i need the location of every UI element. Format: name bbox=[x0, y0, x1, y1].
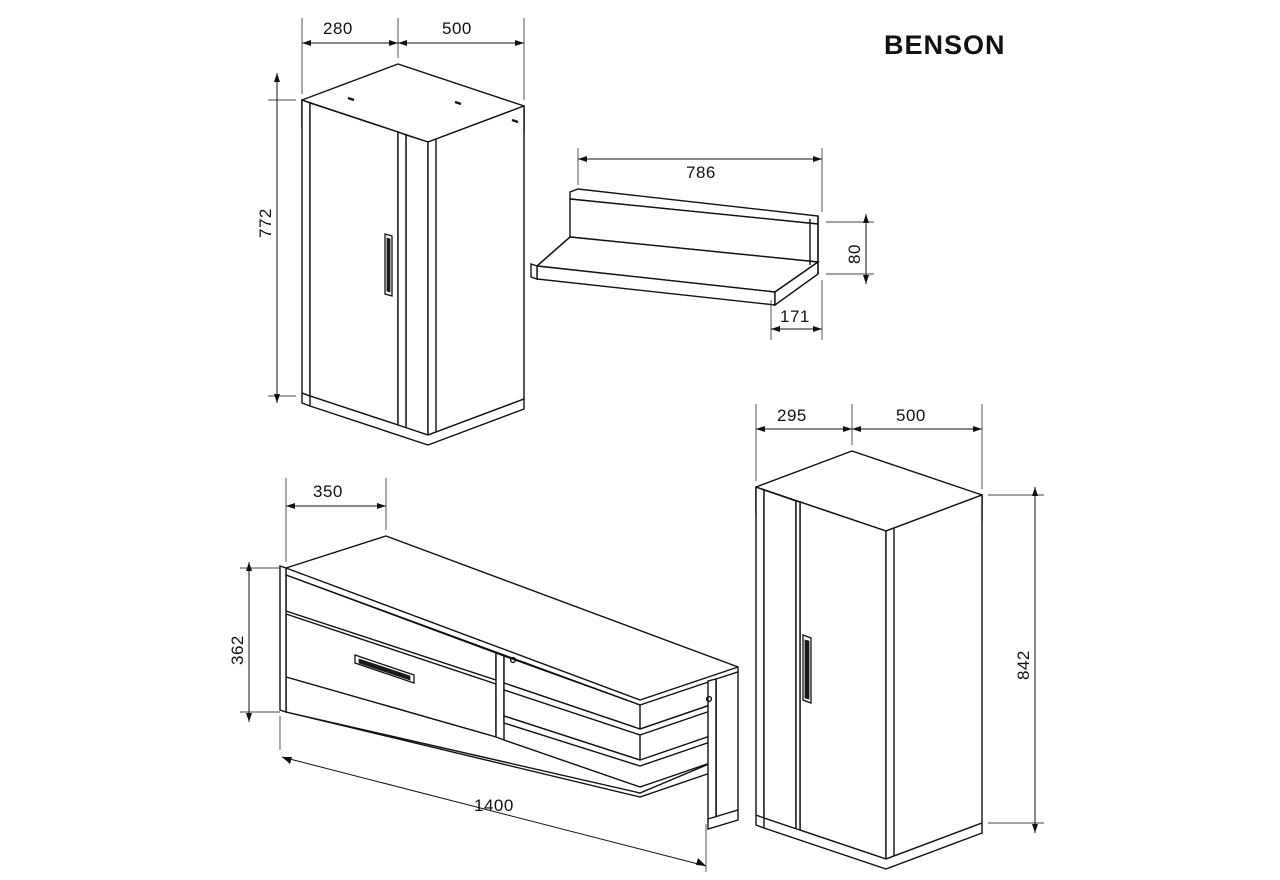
tv-top-front-edge bbox=[285, 567, 739, 701]
arrow-500-left bbox=[398, 40, 407, 46]
dim-label-786: 786 bbox=[686, 163, 716, 182]
wall-shelf bbox=[530, 188, 820, 307]
tv-shelf-peg-right bbox=[705, 695, 713, 703]
arrow-500-right bbox=[515, 40, 524, 46]
upper-wall-cabinet bbox=[301, 63, 525, 446]
tv-right-side-foot bbox=[707, 809, 739, 830]
tv-middle-shelf-edge bbox=[639, 702, 717, 730]
arrow-772-top bbox=[274, 73, 280, 82]
dim-label-500-top: 500 bbox=[442, 19, 472, 38]
dim-label-350: 350 bbox=[313, 482, 343, 501]
dim-label-1400: 1400 bbox=[474, 796, 514, 815]
tv-left-end-cap bbox=[279, 565, 287, 713]
arrow-772-bottom bbox=[274, 394, 280, 403]
arrow-280-right bbox=[389, 40, 398, 46]
arrow-500b-right bbox=[973, 426, 982, 432]
dimline-1400 bbox=[281, 756, 707, 867]
arrow-171-left bbox=[771, 326, 780, 332]
cabinet-base-left-thick bbox=[301, 393, 311, 407]
tall-cabinet-base-left bbox=[755, 815, 765, 829]
arrow-280-left bbox=[302, 40, 311, 46]
arrow-295-left bbox=[756, 426, 765, 432]
tv-drawer-handle[interactable] bbox=[354, 654, 415, 684]
dim-label-842: 842 bbox=[1014, 650, 1033, 680]
cabinet-top-fixing-3 bbox=[347, 96, 355, 102]
tv-right-side-panel bbox=[715, 671, 739, 818]
tall-cabinet-left-strip bbox=[763, 489, 797, 830]
cabinet-left-edge-panel bbox=[301, 98, 311, 398]
upper-cabinet-dimensions: 280 500 772 bbox=[256, 18, 525, 403]
arrow-295-right bbox=[843, 426, 852, 432]
tall-cabinet-right-side bbox=[885, 493, 983, 861]
arrow-842-top bbox=[1032, 487, 1038, 496]
shelf-left-recede bbox=[536, 236, 571, 267]
tv-right-side-inner-edge bbox=[707, 678, 717, 820]
cabinet-right-side-panel bbox=[427, 104, 525, 437]
cabinet-door-right-front bbox=[405, 134, 429, 436]
dim-label-362: 362 bbox=[228, 635, 247, 665]
dim-label-80: 80 bbox=[845, 244, 864, 264]
page-title: BENSON bbox=[884, 30, 1006, 60]
tall-cabinet-door bbox=[799, 501, 887, 860]
shelf-left-end-cap bbox=[530, 263, 538, 280]
cabinet-door-handle[interactable] bbox=[384, 233, 393, 297]
dim-label-772: 772 bbox=[256, 208, 275, 238]
tv-vertical-divider bbox=[495, 651, 505, 743]
arrow-350-right bbox=[377, 503, 386, 509]
dim-label-500-bottom: 500 bbox=[896, 406, 926, 425]
arrow-80-bottom bbox=[863, 275, 869, 284]
arrow-786-right bbox=[813, 156, 822, 162]
tall-cabinet-dimensions: 295 500 842 bbox=[755, 404, 1044, 833]
arrow-350-left bbox=[286, 503, 295, 509]
arrow-362-bottom bbox=[246, 713, 252, 722]
arrow-1400-left bbox=[282, 757, 292, 764]
arrow-80-top bbox=[863, 214, 869, 223]
arrow-171-right bbox=[813, 326, 822, 332]
tall-cabinet-left-edge-panel bbox=[755, 485, 765, 820]
arrow-1400-right bbox=[696, 858, 706, 866]
arrow-786-left bbox=[578, 156, 587, 162]
tv-stand bbox=[279, 535, 739, 830]
dim-label-171: 171 bbox=[780, 307, 810, 326]
tv-stand-dimensions: 350 362 1400 bbox=[228, 478, 707, 872]
cabinet-top-fixing-2 bbox=[511, 118, 519, 124]
cabinet-door-gap bbox=[397, 130, 407, 430]
tv-base-front-edge bbox=[285, 711, 717, 794]
dim-label-280: 280 bbox=[323, 19, 353, 38]
arrow-500b-left bbox=[852, 426, 861, 432]
arrow-842-bottom bbox=[1032, 824, 1038, 833]
tv-shelf-peg-left bbox=[509, 656, 517, 664]
tall-cabinet bbox=[755, 450, 983, 870]
wall-shelf-dimensions: 786 80 171 bbox=[577, 148, 874, 340]
tall-cabinet-door-gap bbox=[795, 500, 801, 831]
tall-cabinet-door-handle[interactable] bbox=[802, 634, 812, 704]
cabinet-top-fixing-1 bbox=[454, 100, 462, 106]
cabinet-base-plinth bbox=[309, 395, 525, 446]
cabinet-base-left bbox=[301, 392, 311, 397]
arrow-362-top bbox=[246, 562, 252, 571]
dim-label-295: 295 bbox=[777, 406, 807, 425]
